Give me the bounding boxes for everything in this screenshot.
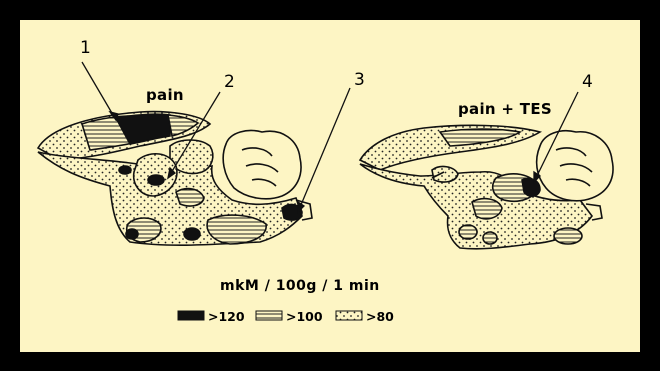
callout-2: 2 <box>224 72 235 92</box>
legend-label-hatched: >100 <box>286 309 323 324</box>
right-panel-title: pain + TES <box>458 100 552 118</box>
right-hatched-region-4 <box>483 232 497 244</box>
right-brain-section <box>360 125 613 248</box>
right-dotted-region <box>432 167 458 182</box>
left-solid-spot-4 <box>184 228 200 240</box>
right-solid-spot-1 <box>522 178 540 196</box>
brain-sections-drawing <box>20 20 640 352</box>
callout-4: 4 <box>582 72 593 92</box>
figure-panel: 1 2 3 4 pain pain + TES mkM / 100g / 1 m… <box>20 20 640 352</box>
left-panel-title: pain <box>146 86 184 104</box>
legend-swatch-hatched <box>256 311 282 320</box>
callout-3: 3 <box>354 70 365 90</box>
legend-label-dotted: >80 <box>366 309 394 324</box>
units-label: mkM / 100g / 1 min <box>220 278 380 294</box>
callout-1: 1 <box>80 38 91 58</box>
left-brain-section <box>38 112 312 246</box>
left-solid-spot-3 <box>126 229 138 239</box>
right-hatched-region-2 <box>472 199 502 219</box>
legend-swatch-dotted <box>336 311 362 320</box>
left-solid-spot-2 <box>119 166 131 174</box>
right-cerebellum <box>537 131 613 201</box>
right-hatched-region-5 <box>554 228 582 244</box>
legend-label-solid: >120 <box>208 309 245 324</box>
legend-swatch-solid <box>178 311 204 320</box>
right-hatched-region-3 <box>459 225 477 239</box>
left-solid-spot-1 <box>148 175 164 185</box>
